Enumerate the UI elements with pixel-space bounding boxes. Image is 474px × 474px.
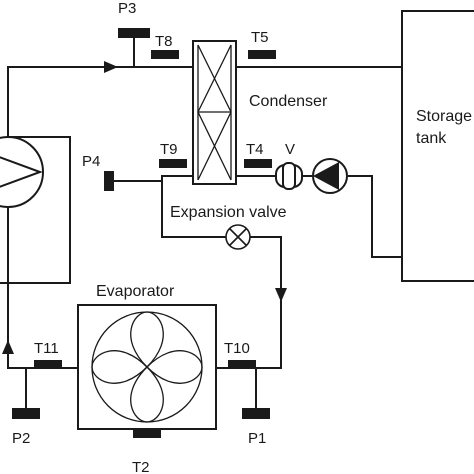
pump	[312, 158, 348, 194]
labels: Condenser Expansion valve Evaporator Sto…	[12, 0, 472, 474]
storage-tank-label-2: tank	[416, 130, 447, 147]
sensor-t5	[248, 50, 276, 59]
flow-arrows	[2, 61, 287, 354]
sensor-t2	[133, 429, 161, 438]
sensor-t8	[151, 50, 179, 59]
liquid-line	[161, 175, 226, 238]
pressure-sensor-blocks	[12, 28, 270, 419]
sensor-p4	[104, 171, 114, 191]
expansion-valve-label: Expansion valve	[170, 204, 287, 221]
flow-arrow-icon	[2, 340, 14, 354]
storage-tank	[401, 10, 474, 282]
evaporator	[77, 304, 217, 430]
p3-label: P3	[118, 0, 136, 17]
sensor-t11	[34, 360, 62, 369]
t11-label: T11	[34, 340, 59, 357]
p4-label: P4	[82, 153, 100, 170]
p2-label: P2	[12, 430, 30, 447]
flow-arrow-icon	[104, 61, 118, 73]
t8-label: T8	[155, 33, 173, 50]
condenser-label: Condenser	[249, 93, 328, 110]
compressor	[0, 136, 44, 208]
evaporator-label: Evaporator	[96, 283, 175, 300]
t5-label: T5	[251, 29, 269, 46]
compressor-icon	[0, 136, 44, 208]
condenser	[192, 40, 237, 185]
water-return-line-3	[348, 175, 402, 258]
sensor-p3	[118, 28, 150, 38]
compressor-casing	[8, 136, 71, 284]
t2-label: T2	[132, 459, 150, 474]
t9-label: T9	[160, 141, 178, 158]
flow-meter-label: V	[285, 141, 295, 158]
sensor-t9	[159, 159, 187, 168]
expansion-valve	[225, 224, 251, 250]
discharge-line	[7, 66, 193, 137]
sensor-t4	[244, 159, 272, 168]
piping	[0, 66, 402, 369]
p1-label: P1	[248, 430, 266, 447]
sensor-p2	[12, 408, 40, 419]
t4-label: T4	[246, 141, 264, 158]
sensor-t10	[228, 360, 256, 369]
flow-arrow-icon	[275, 288, 287, 302]
t10-label: T10	[224, 340, 250, 357]
storage-tank-label-1: Storage	[416, 108, 472, 125]
sensor-p1	[242, 408, 270, 419]
temperature-sensor-blocks	[34, 50, 276, 438]
flow-meter	[275, 162, 303, 190]
